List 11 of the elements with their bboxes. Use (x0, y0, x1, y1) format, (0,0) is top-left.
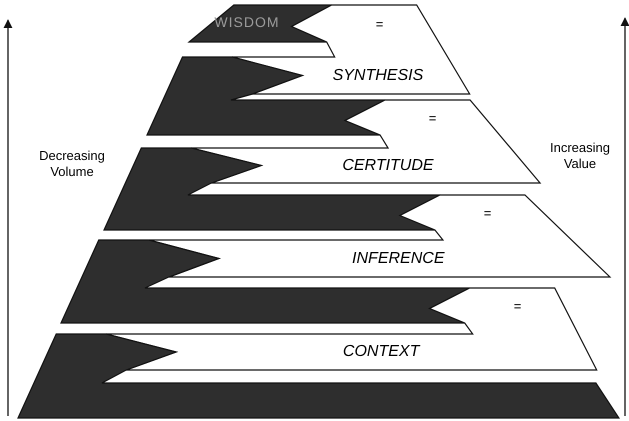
axis-label: Decreasing Volume (38, 148, 106, 180)
equals-sign: = (484, 206, 492, 219)
equals-sign: = (376, 17, 384, 30)
equals-sign: = (428, 111, 436, 124)
band-label: INFERENCE (352, 250, 444, 266)
band-label: SYNTHESIS (332, 68, 424, 84)
band-label: WISDOM (214, 14, 280, 28)
band-label: CERTITUDE (342, 158, 434, 174)
equals-sign: = (514, 299, 522, 312)
band-label: CONTEXT (342, 344, 420, 360)
axis-label: Increasing Value (549, 140, 611, 172)
